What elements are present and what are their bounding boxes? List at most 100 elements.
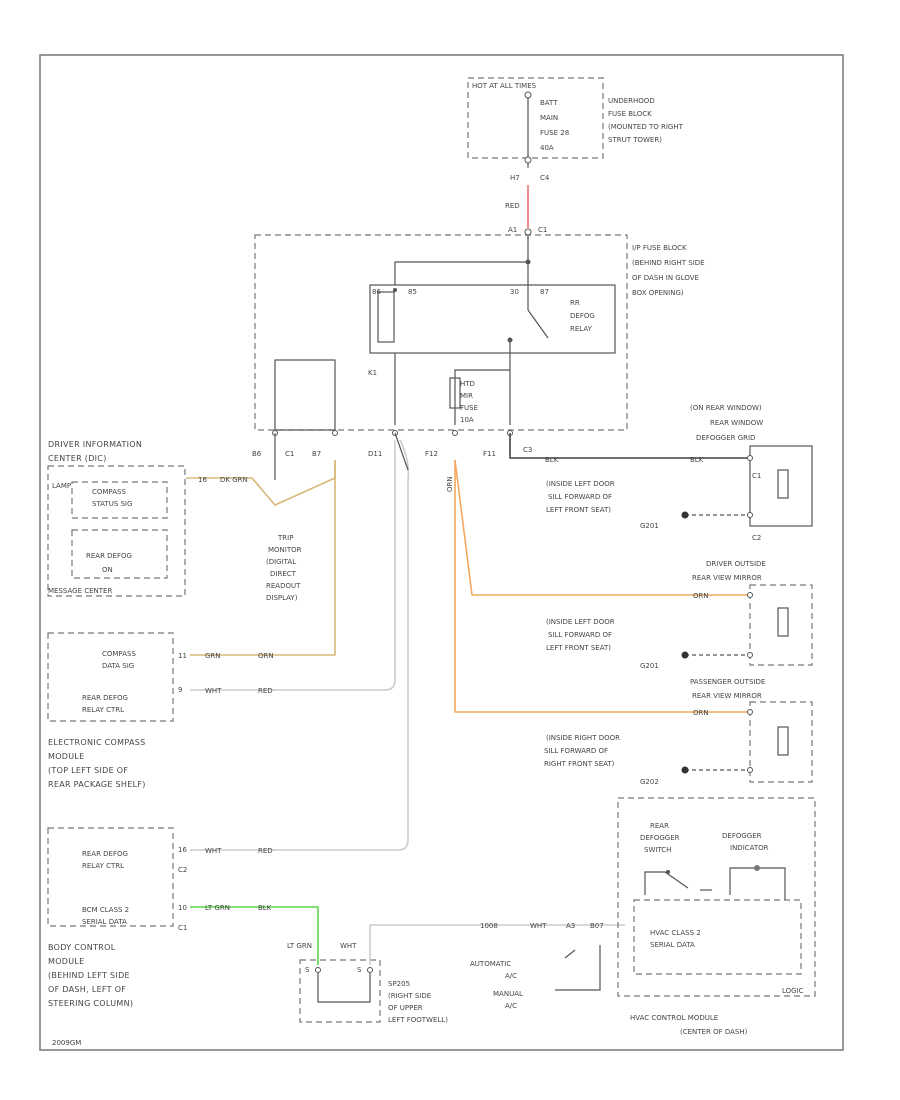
rw-title-2: REAR WINDOW — [710, 419, 763, 427]
dm-gnd-2: SILL FORWARD OF — [548, 631, 612, 639]
bcm-relay-2: RELAY CTRL — [82, 862, 124, 870]
manual-label-1: MANUAL — [493, 990, 523, 998]
bcm-class2-1: BCM CLASS 2 — [82, 906, 129, 914]
ip-fuse-input-terminal — [524, 228, 532, 236]
dm-orange-wire — [454, 459, 750, 596]
hvac-logic-label: LOGIC — [782, 987, 804, 995]
dic-reardefog-1: REAR DEFOG — [86, 552, 132, 560]
trip-label-2: MONITOR — [268, 546, 302, 554]
rw-pin-c2: C2 — [752, 534, 761, 542]
hvac-module-1: HVAC CONTROL MODULE — [630, 1014, 718, 1022]
fuse-label-4: 40A — [540, 144, 554, 152]
pin-85: 85 — [408, 288, 417, 296]
trip-label-5: READOUT — [266, 582, 301, 590]
pin-h7: H7 — [510, 174, 520, 182]
relay-switch-arm — [527, 309, 549, 339]
dic-reardefog-box — [71, 529, 168, 579]
pin-86: 86 — [372, 288, 381, 296]
auto-tick — [564, 949, 576, 959]
bus-splice — [525, 259, 531, 265]
rw-grid-box — [749, 445, 813, 527]
f12-wire-label: ORN — [446, 476, 454, 492]
compass-module-2: MODULE — [48, 752, 85, 761]
conn-b6: B6 — [252, 450, 262, 458]
compass-wire-wht: WHT — [205, 687, 222, 695]
splice-label-1: SP205 — [388, 980, 410, 988]
splice-pin-1: S — [305, 966, 310, 974]
htd-fuse-label-4: 10A — [460, 416, 474, 424]
splice-wire-left: LT GRN — [287, 942, 312, 950]
dm-terminal-2 — [747, 652, 753, 658]
compass-white-wire — [190, 460, 396, 691]
bcm-relay-1: REAR DEFOG — [82, 850, 128, 858]
bcm-pin-class2: 10 — [178, 904, 187, 912]
pin-87: 87 — [540, 288, 549, 296]
htd-fuse-label-2: MIR — [460, 392, 473, 400]
dm-gnd-id: G201 — [640, 662, 659, 670]
fuse-bus — [394, 235, 529, 285]
splice-white-wire — [369, 924, 625, 965]
hvac-pin-b: B07 — [590, 922, 604, 930]
hvac-switch-2: DEFOGGER — [640, 834, 680, 842]
footer-code: 2009GM — [52, 1039, 81, 1047]
dm-title-1: DRIVER OUTSIDE — [706, 560, 766, 568]
bcm-module-5: STEERING COLUMN) — [48, 999, 133, 1008]
splice-pin-2: S — [357, 966, 362, 974]
dic-lamp-label: LAMP — [52, 482, 71, 490]
bcm-pin-relay: 16 — [178, 846, 187, 854]
rw-gnd-id: G201 — [640, 522, 659, 530]
bcm-pin-c2: C2 — [178, 866, 187, 874]
rw-wire-label: BLK — [545, 456, 559, 464]
bcm-module-3: (BEHIND LEFT SIDE — [48, 971, 130, 980]
pm-gnd-2: SILL FORWARD OF — [544, 747, 608, 755]
hvac-switch-1: REAR — [650, 822, 669, 830]
trip-label-4: DIRECT — [270, 570, 297, 578]
fuse-label-3: FUSE 28 — [540, 129, 569, 137]
compass-wire-red: RED — [258, 687, 273, 695]
ground-g201-a — [681, 511, 689, 519]
ip-fuse-label-4: BOX OPENING) — [632, 289, 684, 297]
bcm-pin-c1: C1 — [178, 924, 187, 932]
htd-fuse-label-1: HTD — [460, 380, 475, 388]
diagram-frame — [39, 54, 844, 1051]
bcm-wire-red: RED — [258, 847, 273, 855]
compass-module-3: (TOP LEFT SIDE OF — [48, 766, 128, 775]
fuse-label-2: MAIN — [540, 114, 558, 122]
rw-gnd-3: LEFT FRONT SEAT) — [546, 506, 611, 514]
b7-terminal — [332, 430, 338, 436]
hvac-class2-2: SERIAL DATA — [650, 941, 695, 949]
hvac-module-2: (CENTER OF DASH) — [680, 1028, 748, 1036]
pin-c1-top: C1 — [538, 226, 547, 234]
underhood-label-4: STRUT TOWER) — [608, 136, 662, 144]
bcm-wire-blk: BLK — [258, 904, 272, 912]
dic-title-2: CENTER (DIC) — [48, 454, 107, 463]
splice-terminal-left — [315, 967, 321, 973]
dic-pin: 16 — [198, 476, 207, 484]
relay-label-2: DEFOG — [570, 312, 595, 320]
compass-module-box — [47, 632, 174, 722]
dm-gnd-3: LEFT FRONT SEAT) — [546, 644, 611, 652]
conn-b7: B7 — [312, 450, 321, 458]
compass-relay-1: REAR DEFOG — [82, 694, 128, 702]
hvac-indicator-loop — [729, 867, 786, 900]
dic-compass-box — [71, 481, 168, 519]
pin-c4: C4 — [540, 174, 550, 182]
compass-wire-orn: ORN — [258, 652, 274, 660]
compass-tan-wire — [190, 460, 336, 656]
htd-fuse-label-3: FUSE — [460, 404, 478, 412]
hvac-indicator-lamp — [754, 865, 760, 871]
bcm-module-4: OF DASH, LEFT OF — [48, 985, 126, 994]
manual-label-2: A/C — [505, 1002, 517, 1010]
trip-label-1: TRIP — [277, 534, 293, 542]
trip-label-3: (DIGITAL — [266, 558, 296, 566]
relay-label-1: RR — [570, 299, 580, 307]
dic-title-1: DRIVER INFORMATION — [48, 440, 142, 449]
pm-title-2: REAR VIEW MIRROR — [692, 692, 762, 700]
compass-data-2: DATA SIG — [102, 662, 134, 670]
rw-terminal-c2 — [747, 512, 753, 518]
message-center-label: MESSAGE CENTER — [48, 587, 112, 595]
bcm-module-2: MODULE — [48, 957, 85, 966]
rw-pin-c1: C1 — [752, 472, 761, 480]
ip-fuse-label-2: (BEHIND RIGHT SIDE — [632, 259, 705, 267]
